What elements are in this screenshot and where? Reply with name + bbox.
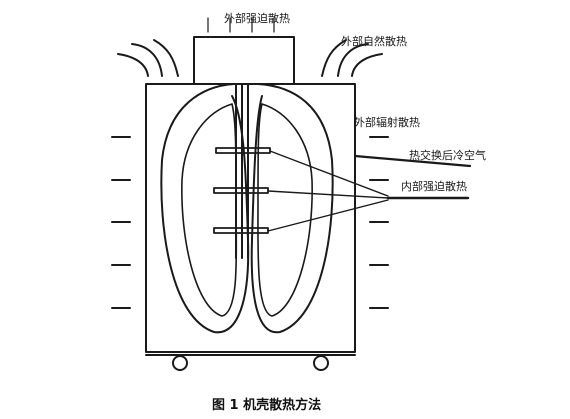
leader-line-plate-1 — [269, 150, 389, 197]
wheel-left — [172, 355, 188, 371]
cabinet-body — [145, 83, 356, 353]
label-external-forced-cooling: 外部强迫散热 — [224, 12, 290, 25]
natural-flow-right-1 — [351, 53, 383, 77]
leader-line-plate-3 — [267, 199, 389, 232]
wheel-right — [313, 355, 329, 371]
natural-flow-left-3 — [153, 39, 179, 77]
leader-line-cool-air — [353, 154, 472, 168]
label-external-natural-cooling: 外部自然散热 — [341, 35, 407, 48]
label-external-radiation-cooling: 外部辐射散热 — [354, 116, 420, 129]
figure-caption: 图 1 机壳散热方法 — [212, 398, 322, 413]
natural-flow-left-1 — [117, 53, 149, 77]
label-cooled-air: 热交换后冷空气 — [409, 149, 486, 162]
airflow-loop-right-outer — [250, 83, 334, 334]
label-internal-forced-cooling: 内部强迫散热 — [401, 180, 467, 193]
natural-flow-left-2 — [131, 43, 163, 77]
top-fan-box — [193, 36, 295, 85]
airflow-loop-left-inner — [181, 103, 238, 317]
natural-flow-right-3 — [321, 39, 347, 77]
natural-flow-right-2 — [337, 43, 369, 77]
leader-line-plate-2 — [267, 190, 389, 199]
airflow-loop-right-inner — [257, 103, 313, 317]
airflow-loop-left-outer — [160, 83, 250, 334]
